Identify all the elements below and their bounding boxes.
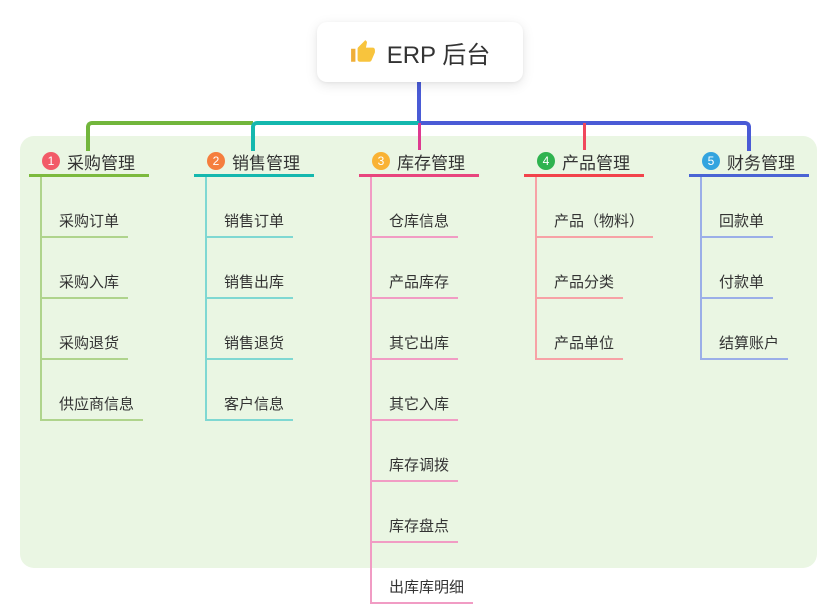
- child-label: 其它出库: [389, 335, 450, 352]
- child-label: 其它入库: [389, 396, 450, 413]
- connector-branch-2-teal: [251, 121, 419, 151]
- child-node[interactable]: 供应商信息: [42, 360, 144, 421]
- child-node[interactable]: 库存调拨: [372, 421, 459, 482]
- root-title: ERP 后台: [386, 41, 491, 69]
- child-label: 采购退货: [59, 335, 120, 352]
- child-node[interactable]: 客户信息: [207, 360, 294, 421]
- child-label: 销售订单: [224, 213, 285, 230]
- connector-branch-1-green: [86, 121, 253, 151]
- branch-header[interactable]: 2 销售管理: [194, 148, 314, 177]
- branch-2: 2 销售管理 销售订单 销售出库 销售退货 客户信息: [194, 148, 314, 421]
- connector-branch-3-pink: [418, 123, 421, 150]
- child-node[interactable]: 采购订单: [42, 177, 129, 238]
- child-node[interactable]: 付款单: [702, 238, 774, 299]
- child-label: 产品单位: [554, 335, 615, 352]
- branch-number-badge: 4: [537, 152, 555, 170]
- child-node[interactable]: 其它入库: [372, 360, 459, 421]
- branch-children: 销售订单 销售出库 销售退货 客户信息: [205, 177, 294, 421]
- branch-children: 仓库信息 产品库存 其它出库 其它入库 库存调拨 库存盘点 出库库明细: [370, 177, 474, 604]
- root-node[interactable]: ERP 后台: [317, 22, 523, 82]
- child-node[interactable]: 回款单: [702, 177, 774, 238]
- child-node[interactable]: 销售退货: [207, 299, 294, 360]
- child-label: 客户信息: [224, 396, 285, 413]
- mindmap-canvas: ERP 后台 1 采购管理 采购订单 采购入库 采购退货 供应商信息 2 销售管…: [20, 22, 817, 604]
- child-label: 供应商信息: [59, 396, 135, 413]
- child-label: 销售退货: [224, 335, 285, 352]
- child-node[interactable]: 产品库存: [372, 238, 459, 299]
- child-label: 产品库存: [389, 274, 450, 291]
- branch-children: 采购订单 采购入库 采购退货 供应商信息: [40, 177, 144, 421]
- branch-title: 财务管理: [727, 153, 795, 173]
- branch-header[interactable]: 1 采购管理: [29, 148, 149, 177]
- branch-1: 1 采购管理 采购订单 采购入库 采购退货 供应商信息: [29, 148, 149, 421]
- child-node[interactable]: 销售订单: [207, 177, 294, 238]
- child-node[interactable]: 采购入库: [42, 238, 129, 299]
- branch-number-badge: 2: [207, 152, 225, 170]
- branch-children: 回款单 付款单 结算账户: [700, 177, 789, 360]
- branch-title: 产品管理: [562, 153, 630, 173]
- child-label: 付款单: [719, 274, 765, 291]
- child-label: 采购入库: [59, 274, 120, 291]
- child-label: 仓库信息: [389, 213, 450, 230]
- child-node[interactable]: 仓库信息: [372, 177, 459, 238]
- background-panel: [20, 136, 817, 568]
- child-label: 销售出库: [224, 274, 285, 291]
- child-label: 出库库明细: [389, 579, 465, 596]
- child-label: 采购订单: [59, 213, 120, 230]
- child-node[interactable]: 产品（物料）: [537, 177, 654, 238]
- child-label: 结算账户: [719, 335, 780, 352]
- child-node[interactable]: 其它出库: [372, 299, 459, 360]
- child-label: 库存调拨: [389, 457, 450, 474]
- branch-header[interactable]: 5 财务管理: [689, 148, 809, 177]
- child-label: 产品（物料）: [554, 213, 645, 230]
- child-node[interactable]: 产品单位: [537, 299, 624, 360]
- branch-title: 销售管理: [232, 153, 300, 173]
- branch-header[interactable]: 4 产品管理: [524, 148, 644, 177]
- branch-number-badge: 1: [42, 152, 60, 170]
- branch-4: 4 产品管理 产品（物料） 产品分类 产品单位: [524, 148, 654, 360]
- connector-branch-4-red: [583, 123, 586, 150]
- child-node[interactable]: 出库库明细: [372, 543, 474, 604]
- thumbs-up-icon: [350, 40, 375, 62]
- branch-header[interactable]: 3 库存管理: [359, 148, 479, 177]
- branch-title: 采购管理: [67, 153, 135, 173]
- child-node[interactable]: 产品分类: [537, 238, 624, 299]
- branch-number-badge: 3: [372, 152, 390, 170]
- child-node[interactable]: 采购退货: [42, 299, 129, 360]
- branch-5: 5 财务管理 回款单 付款单 结算账户: [689, 148, 809, 360]
- child-label: 回款单: [719, 213, 765, 230]
- child-label: 库存盘点: [389, 518, 450, 535]
- child-node[interactable]: 销售出库: [207, 238, 294, 299]
- connector-root-stem: [417, 82, 421, 123]
- child-node[interactable]: 结算账户: [702, 299, 789, 360]
- branch-3: 3 库存管理 仓库信息 产品库存 其它出库 其它入库 库存调拨 库存盘点 出库库…: [359, 148, 479, 604]
- child-label: 产品分类: [554, 274, 615, 291]
- branch-children: 产品（物料） 产品分类 产品单位: [535, 177, 654, 360]
- child-node[interactable]: 库存盘点: [372, 482, 459, 543]
- branch-title: 库存管理: [397, 153, 465, 173]
- branch-number-badge: 5: [702, 152, 720, 170]
